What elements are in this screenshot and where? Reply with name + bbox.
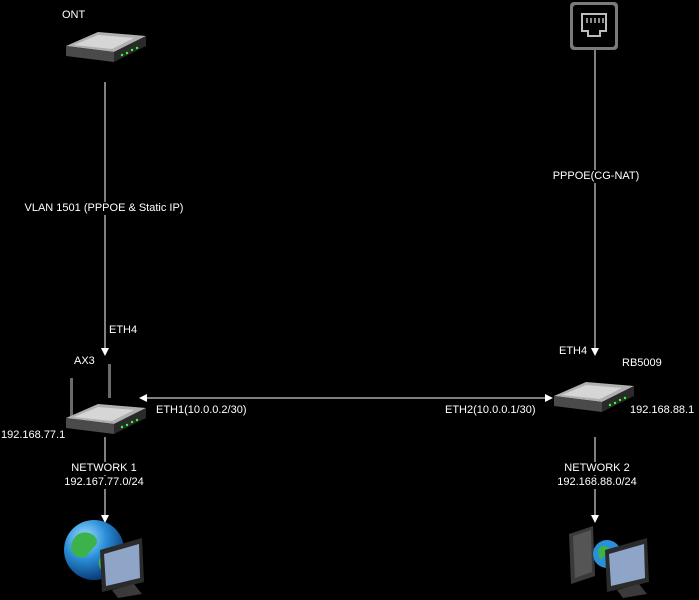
rb5009-eth2-label: ETH2(10.0.0.1/30) [445, 404, 536, 416]
router-icon[interactable] [64, 20, 148, 64]
pppoe-edge-label: PPPOE(CG-NAT) [551, 170, 641, 183]
router-icon[interactable] [552, 370, 636, 414]
ax3-eth1-label: ETH1(10.0.0.2/30) [156, 404, 247, 416]
computer-icon[interactable] [565, 520, 651, 598]
vlan-edge-label: VLAN 1501 (PPPOE & Static IP) [23, 202, 185, 215]
ax3-label: AX3 [74, 355, 95, 367]
network1-subnet: 192.167.77.0/24 [63, 476, 145, 489]
network2-subnet: 192.168.88.0/24 [556, 476, 638, 489]
rb5009-label: RB5009 [622, 357, 662, 369]
rb5009-ip-label: 192.168.88.1 [630, 404, 695, 416]
ax3-eth4-label: ETH4 [109, 324, 138, 336]
wireless-router-icon[interactable] [64, 362, 148, 438]
rb5009-eth4-label: ETH4 [559, 345, 588, 357]
network2-name: NETWORK 2 [563, 462, 631, 475]
network1-name: NETWORK 1 [70, 462, 138, 475]
ax3-ip-label: 192.168.77.1 [1, 429, 66, 441]
ont-label: ONT [62, 9, 86, 21]
globe-computer-icon[interactable] [62, 518, 148, 598]
ethernet-port-icon[interactable] [569, 1, 619, 51]
